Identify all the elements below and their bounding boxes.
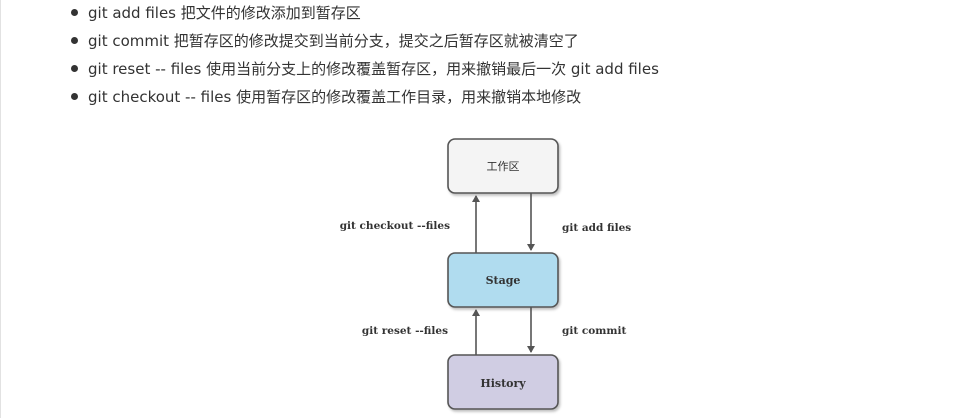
list-item: git checkout -- files 使用暂存区的修改覆盖工作目录，用来撤…	[71, 84, 659, 112]
working-directory-box	[447, 138, 559, 194]
bullet-text: git reset -- files 使用当前分支上的修改覆盖暂存区，用来撤销最…	[88, 60, 659, 78]
reset-edge-label: git reset --files	[362, 325, 448, 337]
bullet-dot	[71, 93, 78, 100]
history-label: History	[480, 377, 526, 390]
stage-box	[447, 252, 559, 308]
checkout-edge-label: git checkout --files	[340, 220, 450, 232]
bullet-dot	[71, 37, 78, 44]
bullet-dot	[71, 9, 78, 16]
bullet-text: git add files 把文件的修改添加到暂存区	[88, 4, 361, 22]
bullet-text: git checkout -- files 使用暂存区的修改覆盖工作目录，用来撤…	[88, 88, 582, 106]
history-box	[447, 354, 559, 410]
working-directory-label: 工作区	[487, 160, 520, 173]
bullet-list: git add files 把文件的修改添加到暂存区 git commit 把暂…	[71, 0, 659, 112]
list-item: git reset -- files 使用当前分支上的修改覆盖暂存区，用来撤销最…	[71, 56, 659, 84]
list-item: git commit 把暂存区的修改提交到当前分支，提交之后暂存区就被清空了	[71, 28, 659, 56]
stage-label: Stage	[486, 274, 521, 287]
bullet-dot	[71, 65, 78, 72]
commit-edge-label: git commit	[562, 325, 626, 337]
list-item: git add files 把文件的修改添加到暂存区	[71, 0, 659, 28]
bullet-text: git commit 把暂存区的修改提交到当前分支，提交之后暂存区就被清空了	[88, 32, 579, 50]
stage-node: Stage	[447, 252, 559, 308]
left-border	[0, 0, 1, 418]
working-directory-node: 工作区	[447, 138, 559, 194]
history-node: History	[447, 354, 559, 410]
add-edge-label: git add files	[562, 222, 631, 234]
